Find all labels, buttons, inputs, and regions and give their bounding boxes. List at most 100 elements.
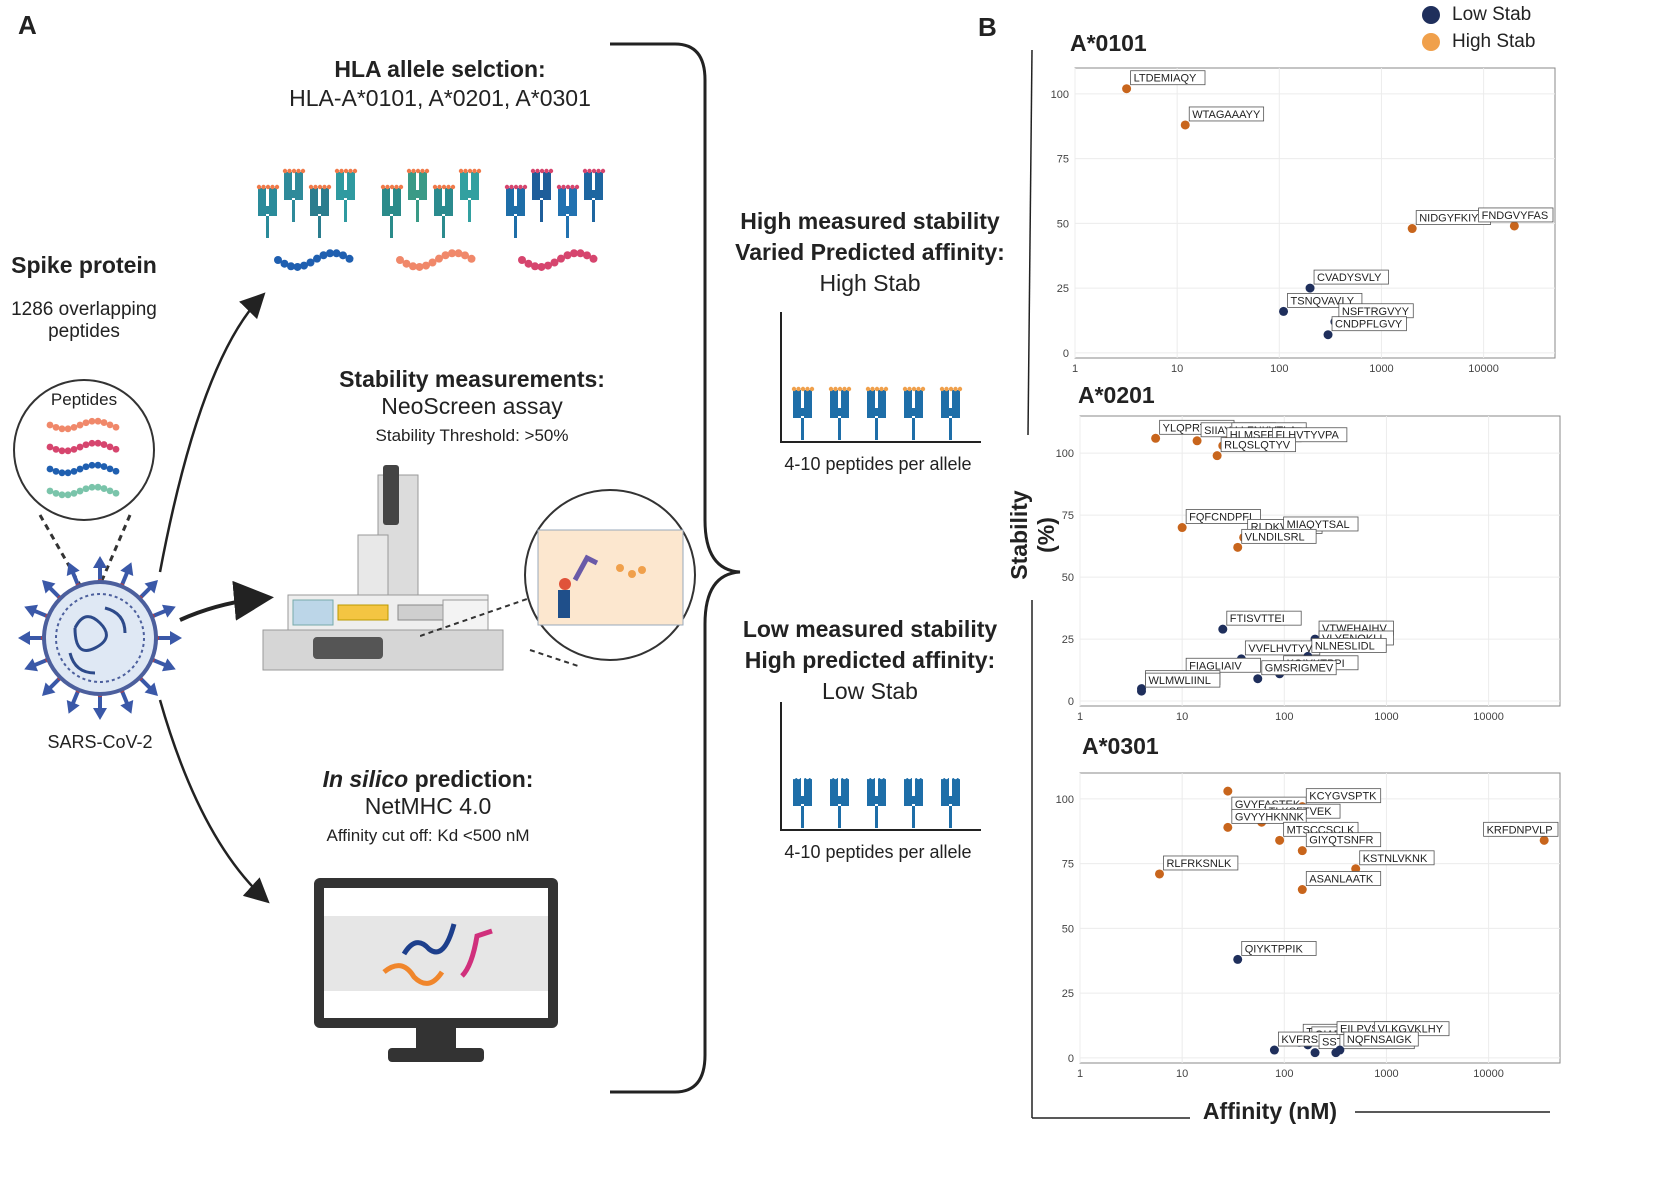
point-label-box	[1305, 788, 1382, 804]
data-point	[1275, 835, 1285, 845]
x-tick-label: 100	[1275, 711, 1293, 723]
x-tick-label: 1000	[1369, 363, 1393, 375]
plot-title-a0301: A*0301	[1082, 733, 1159, 759]
computer-monitor-illustration	[314, 878, 558, 1062]
stability-title: Stability measurements:	[339, 366, 605, 392]
x-axis-title: Affinity (nM)	[1202, 1098, 1338, 1124]
point-label-box	[1305, 871, 1382, 886]
hla-sub: HLA-A*0101, A*0201, A*0301	[289, 85, 591, 111]
data-point	[1218, 624, 1228, 634]
x-tick-label: 10	[1176, 1068, 1188, 1080]
x-tick-label: 10000	[1468, 363, 1499, 375]
spike-heading: Spike protein 1286 overlapping peptides	[0, 252, 168, 343]
hla-molecule-icon	[380, 184, 404, 238]
low-stab-mini-chart	[780, 702, 981, 831]
panel-a-letter: A	[18, 10, 37, 40]
scatter-plot-a0201: 1101001000100000255075100YLQPRTFLLSIIAYT…	[1056, 415, 1561, 723]
x-tick-label: 100	[1270, 363, 1288, 375]
x-tick-label: 1	[1077, 711, 1083, 723]
y-tick-label: 50	[1062, 923, 1074, 935]
y-tick-label: 100	[1056, 448, 1074, 460]
data-point	[1151, 433, 1161, 443]
high-stab-mini-chart	[780, 312, 981, 443]
x-tick-label: 10	[1176, 711, 1188, 723]
hla-molecule-icon	[865, 774, 889, 828]
y-tick-label: 25	[1057, 283, 1069, 295]
summary-brace	[610, 42, 741, 1094]
legend-item-high: High Stab	[1422, 28, 1654, 56]
legend-high-label: High Stab	[1452, 31, 1536, 52]
x-tick-label: 10000	[1473, 1068, 1504, 1080]
data-point	[1253, 674, 1263, 684]
y-tick-label: 25	[1062, 988, 1074, 1000]
data-point	[1192, 436, 1202, 446]
legend: Low Stab High Stab	[1422, 2, 1654, 56]
hla-molecule-icon	[791, 386, 815, 440]
point-label: MIAQYTSAL	[1287, 519, 1350, 531]
hla-molecules-illustration	[256, 168, 606, 271]
y-tick-label: 0	[1063, 348, 1069, 360]
point-label: FNDGVYFAS	[1482, 210, 1549, 222]
peptide-chain-icon	[46, 461, 120, 477]
lab-robot-illustration	[262, 465, 504, 671]
x-tick-label: 10000	[1473, 711, 1504, 723]
hla-molecule-icon	[791, 774, 815, 828]
point-label: KRFDNPVLP	[1487, 824, 1553, 836]
y-tick-label: 75	[1062, 510, 1074, 522]
virus-illustration: Peptides SARS-CoV-2	[13, 379, 182, 752]
data-point	[1212, 451, 1222, 461]
virus-label: SARS-CoV-2	[47, 732, 152, 752]
data-point	[1137, 686, 1147, 696]
data-point	[1297, 885, 1307, 895]
x-tick-label: 10	[1171, 363, 1183, 375]
hla-molecule-icon	[282, 168, 306, 222]
data-point	[1310, 1048, 1320, 1058]
point-label: NSFTRGVYY	[1342, 306, 1410, 318]
point-label-box	[1343, 1031, 1419, 1047]
legend-low-label: Low Stab	[1452, 4, 1532, 25]
hla-molecule-icon	[458, 168, 482, 222]
point-label-box	[1220, 437, 1296, 453]
point-label-box	[1231, 808, 1307, 824]
data-point	[1335, 1045, 1345, 1055]
hla-molecule-icon	[308, 184, 332, 238]
insilico-heading: In silico prediction: NetMHC 4.0 Affinit…	[238, 766, 618, 846]
hla-molecule-icon	[939, 774, 963, 828]
x-tick-label: 100	[1275, 1068, 1293, 1080]
data-point	[1154, 869, 1164, 879]
assay-zoom-illustration	[420, 489, 696, 667]
point-label-box	[1483, 821, 1559, 837]
data-point	[1223, 822, 1233, 832]
insilico-rest: prediction:	[408, 766, 534, 792]
high-stab-caption: 4-10 peptides per allele	[784, 454, 972, 474]
data-point	[1122, 84, 1132, 94]
peptide-chain-icon	[46, 439, 120, 455]
data-point	[1279, 306, 1289, 316]
spike-sub1: 1286 overlapping	[11, 299, 157, 320]
netmhc-label: NetMHC 4.0	[364, 793, 492, 819]
peptides-label: Peptides	[51, 390, 117, 409]
data-point	[1233, 954, 1243, 964]
hla-molecule-icon	[256, 184, 280, 238]
high-stab-title1: High measured stability	[740, 208, 1000, 234]
legend-item-low: Low Stab	[1422, 2, 1654, 28]
hla-molecule-icon	[530, 168, 554, 222]
point-label-box	[1359, 850, 1435, 866]
point-label: KCYGVSPTK	[1309, 791, 1377, 803]
plot-title-a0201: A*0201	[1078, 382, 1155, 408]
y-tick-label: 75	[1062, 859, 1074, 871]
point-label: VLNDILSRL	[1245, 531, 1305, 543]
point-label: NIDGYFKIY	[1419, 213, 1479, 225]
point-label: GMSRIGMEV	[1265, 663, 1334, 675]
legend-high-swatch	[1422, 33, 1440, 51]
hla-molecule-icon	[432, 184, 456, 238]
data-point	[1180, 120, 1190, 130]
hla-molecule-icon	[406, 168, 430, 222]
point-label-box	[1261, 660, 1337, 676]
point-label-box	[1185, 657, 1261, 673]
y-tick-label: 0	[1068, 696, 1074, 708]
point-label: CNDPFLGVY	[1335, 319, 1403, 331]
peptide-chain-icon	[46, 483, 120, 499]
insilico-title: In silico prediction:	[238, 766, 618, 793]
